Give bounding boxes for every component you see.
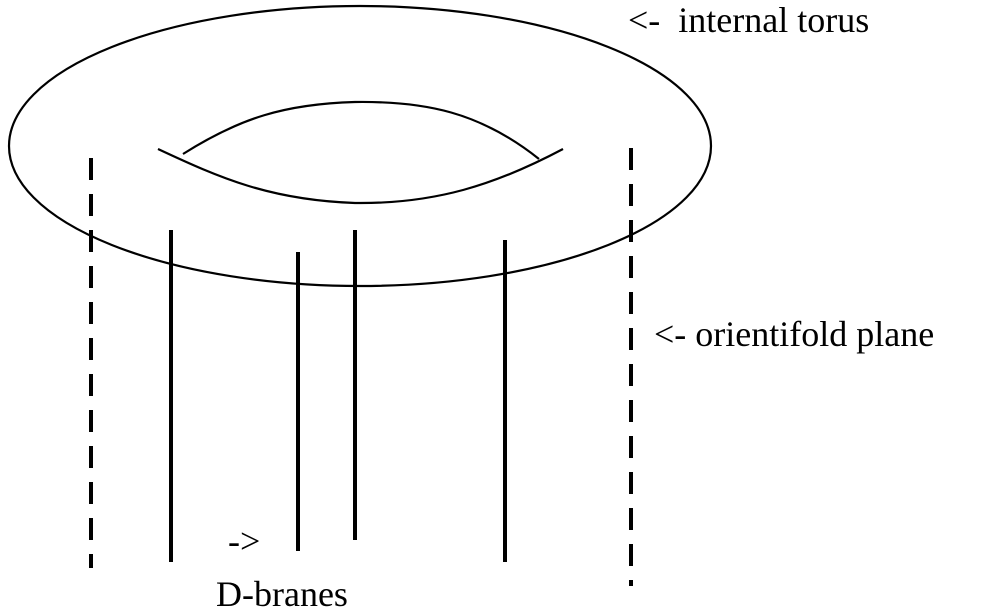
label-d-branes: D-branes xyxy=(216,574,348,614)
label-orientifold-plane: <- orientifold plane xyxy=(654,314,934,354)
label-internal-torus: <- internal torus xyxy=(628,0,869,40)
torus-hole-lower-curve xyxy=(157,148,564,205)
label-arrow: -> xyxy=(228,521,260,561)
torus-outer-ellipse xyxy=(7,4,713,288)
torus-hole-upper-curve xyxy=(182,100,540,160)
